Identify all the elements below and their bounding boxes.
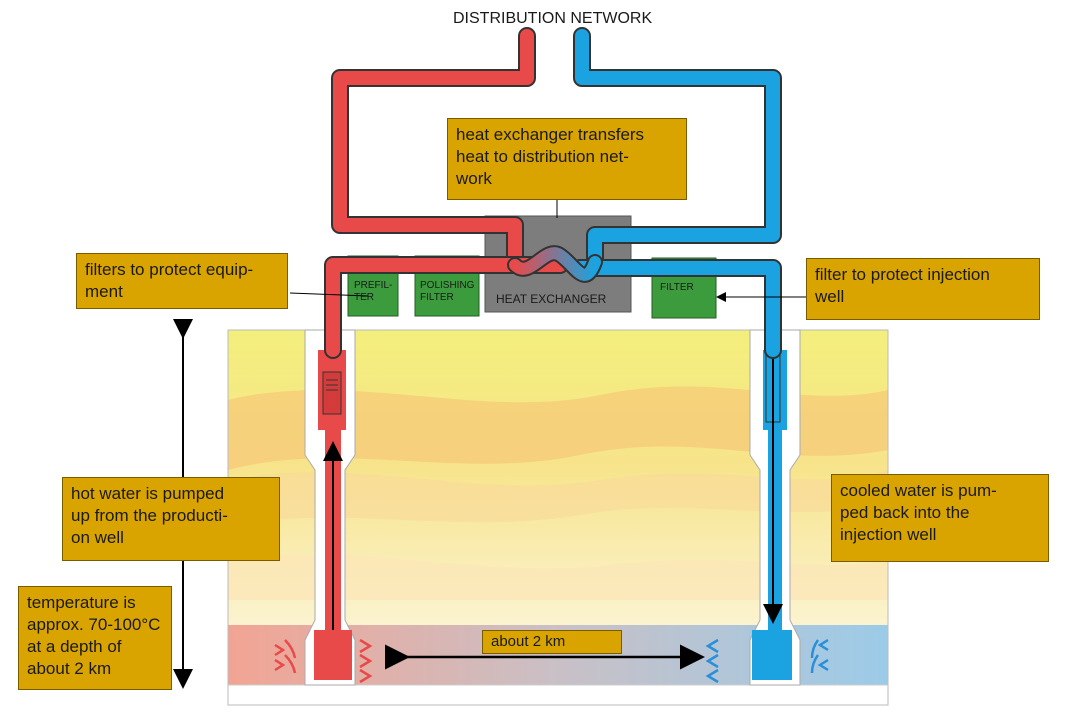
polishing-filter-label: POLISHING FILTER — [420, 280, 475, 303]
page-title: DISTRIBUTION NETWORK — [453, 10, 653, 27]
heat-exchanger-label: HEAT EXCHANGER — [496, 292, 607, 306]
callout-filters-equipment: filters to protect equip- ment — [76, 253, 288, 309]
cold-pipe — [571, 27, 782, 359]
callout-distance: about 2 km — [482, 630, 622, 654]
leader-line — [289, 292, 369, 297]
callout-temperature: temperature is approx. 70-100°C at a dep… — [18, 586, 172, 690]
hot-pipe — [324, 27, 569, 359]
callout-filter-injection: filter to protect injection well — [806, 258, 1040, 320]
rock-layer-band — [228, 554, 888, 600]
injection-well — [749, 270, 801, 686]
basement-layer — [227, 684, 889, 706]
production-well — [304, 329, 356, 686]
prefilter-label: PREFIL- TER — [354, 280, 393, 303]
rock-layer-band — [228, 470, 888, 525]
rock-layer-band — [228, 386, 888, 470]
filter-label: FILTER — [660, 282, 694, 293]
exchanger-coil-icon — [509, 247, 601, 281]
callout-heat-exchanger: heat exchanger transfers heat to distrib… — [447, 118, 687, 200]
heat-flow-icon — [274, 638, 829, 684]
pump-icon — [322, 371, 342, 415]
callout-cooled-water: cooled water is pum- ped back into the i… — [831, 474, 1049, 562]
callout-hot-water: hot water is pumped up from the producti… — [62, 477, 280, 561]
